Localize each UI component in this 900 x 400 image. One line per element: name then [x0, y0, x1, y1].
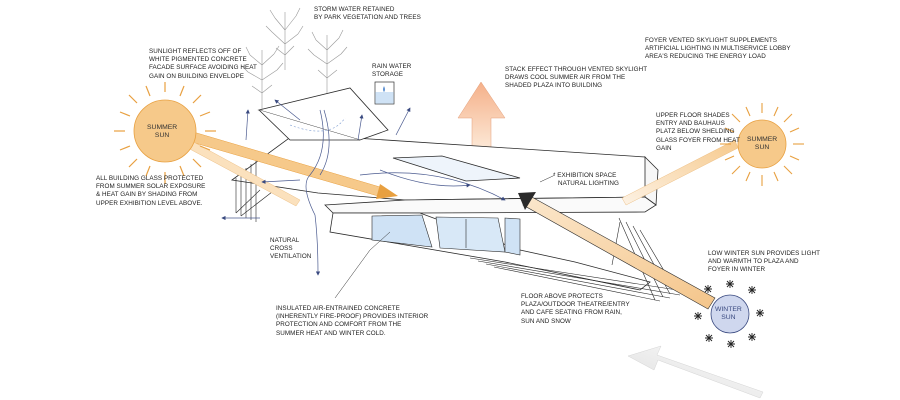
sun-label-line: SUN [721, 314, 736, 321]
annotation-line: SUN AND SNOW [521, 317, 571, 325]
annotation-rain-water: RAIN WATER STORAGE [372, 63, 411, 79]
annotation-line: STORAGE [372, 71, 404, 79]
annotation-low-winter: LOW WINTER SUN PROVIDES LIGHT AND WARMTH… [708, 250, 820, 275]
annotation-line: UPPER FLOOR SHADES [656, 112, 730, 119]
annotation-line: PLATZ BELOW SHELDING [656, 128, 735, 136]
annotation-storm-water: STORM WATER RETAINED BY PARK VEGETATION … [314, 6, 421, 22]
annotation-line: Natural [270, 237, 300, 244]
annotation-line: RAIN WATER [372, 63, 412, 70]
annotation-exhibition: * EXHIBITION SPACE NATURAL LIGHTING [553, 172, 619, 188]
right-sun-beam [621, 139, 739, 206]
annotation-foyer-skylight: FOYER VENTED SKYLIGHT SUPPLEMENTS ARTIFI… [645, 37, 791, 62]
annotation-all-glass: ALL BUILDING GLASS PROTECTED FROM SUMMER… [96, 175, 205, 208]
annotation-cross-ventilation: Natural Cross Ventilation [270, 237, 311, 262]
annotation-line: ARTIFICIAL LIGHTING IN MULTISERVICE LOBB… [645, 45, 791, 53]
annotation-line: FOYER VENTED SKYLIGHT SUPPLEMENTS [645, 37, 778, 44]
winter-sun-label: WINTER SUN [715, 306, 742, 322]
leader-lines [334, 174, 556, 299]
annotation-line: SUMMER HEAT AND WINTER COLD. [276, 329, 386, 337]
stack-effect-arrow [457, 81, 506, 156]
summer-sun-left-icon [114, 82, 216, 184]
sun-label-line: WINTER [715, 306, 742, 313]
annotation-line: ALL BUILDING GLASS PROTECTED [96, 175, 204, 182]
tree-icon [265, 7, 304, 70]
plaza-arrow [627, 345, 764, 399]
summer-sun-right-icon [720, 103, 804, 186]
snowflake-icon [694, 280, 764, 348]
annotation-line: UPPER EXHIBITION LEVEL ABOVE. [96, 199, 203, 207]
annotation-line: GAIN ON BUILDING ENVELOPE [149, 72, 245, 80]
annotation-line: & HEAT GAIN BY SHADING FROM [96, 191, 198, 199]
annotation-line: GLASS FOYER FROM HEAT [656, 136, 740, 144]
airflow-arrows [221, 99, 506, 276]
annotation-line: INSULATED AIR-ENTRAINED CONCRETE [276, 305, 400, 312]
summer-sun-left-label: SUMMER SUN [147, 124, 177, 140]
tree-icon [241, 45, 284, 110]
summer-sun-right-label: SUMMER SUN [747, 136, 777, 152]
annotation-line: * EXHIBITION SPACE [553, 172, 617, 179]
annotation-line: FROM SUMMER SOLAR EXPOSURE [96, 183, 206, 191]
annotation-line: FACADE SURFACE AVOIDING HEAT [149, 64, 257, 72]
annotation-line: ENTRY AND BAUHAUS [656, 120, 725, 128]
annotation-line: FLOOR ABOVE PROTECTS [521, 293, 603, 300]
annotation-floor-above: FLOOR ABOVE PROTECTS PLAZA/OUTDOOR THEAT… [521, 293, 630, 326]
annotation-line: LOW WINTER SUN PROVIDES LIGHT [708, 250, 821, 257]
annotation-line: Cross [270, 245, 293, 253]
annotation-line: DRAWS COOL SUMMER AIR FROM THE [505, 74, 626, 82]
sun-label-line: SUN [754, 144, 770, 151]
winter-beam-arrowhead [518, 192, 536, 210]
annotation-line: (INHERENTLY FIRE-PROOF) PROVIDES INTERIO… [276, 313, 429, 321]
annotation-line: AND CAFE SEATING FROM RAIN, [521, 309, 622, 317]
annotation-line: WHITE PIGMENTED CONCRETE [149, 56, 247, 64]
annotation-line: BY PARK VEGETATION AND TREES [314, 14, 421, 22]
annotation-stack-effect: STACK EFFECT THROUGH VENTED SKYLIGHT DRA… [505, 66, 647, 91]
rain-tank-icon [374, 81, 395, 105]
annotation-line: FOYER IN WINTER [708, 266, 766, 274]
annotation-line: GAIN [656, 144, 672, 152]
annotation-line: AREA'S REDUCING THE ENERGY LOAD [645, 53, 766, 61]
sun-label-line: SUN [154, 132, 170, 139]
summer-sun-beams [185, 130, 398, 207]
annotation-line: STACK EFFECT THROUGH VENTED SKYLIGHT [505, 66, 648, 73]
glass-facade [371, 214, 521, 256]
tree-icon [307, 29, 348, 95]
annotation-upper-floor-shades: UPPER FLOOR SHADES ENTRY AND BAUHAUS PLA… [656, 112, 740, 153]
annotation-insulated: INSULATED AIR-ENTRAINED CONCRETE (INHERE… [276, 305, 428, 338]
annotation-line: PROTECTION AND COMFORT FROM THE [276, 321, 402, 329]
sun-label-line: SUMMER [747, 136, 778, 143]
annotation-line: Ventilation [270, 253, 312, 261]
annotation-line: SHADED PLAZA INTO BUILDING [505, 82, 603, 90]
winter-sun-icon [710, 294, 750, 334]
annotation-line: STORM WATER RETAINED [314, 6, 395, 13]
annotation-sunlight-reflects: SUNLIGHT REFLECTS OFF OF WHITE PIGMENTED… [149, 48, 257, 81]
annotation-line: NATURAL LIGHTING [558, 180, 619, 188]
annotation-line: PLAZA/OUTDOOR THEATRE/ENTRY [521, 301, 630, 309]
sun-label-line: SUMMER [147, 124, 178, 131]
annotation-line: SUNLIGHT REFLECTS OFF OF [149, 48, 242, 55]
annotation-line: AND WARMTH TO PLAZA AND [708, 258, 799, 266]
